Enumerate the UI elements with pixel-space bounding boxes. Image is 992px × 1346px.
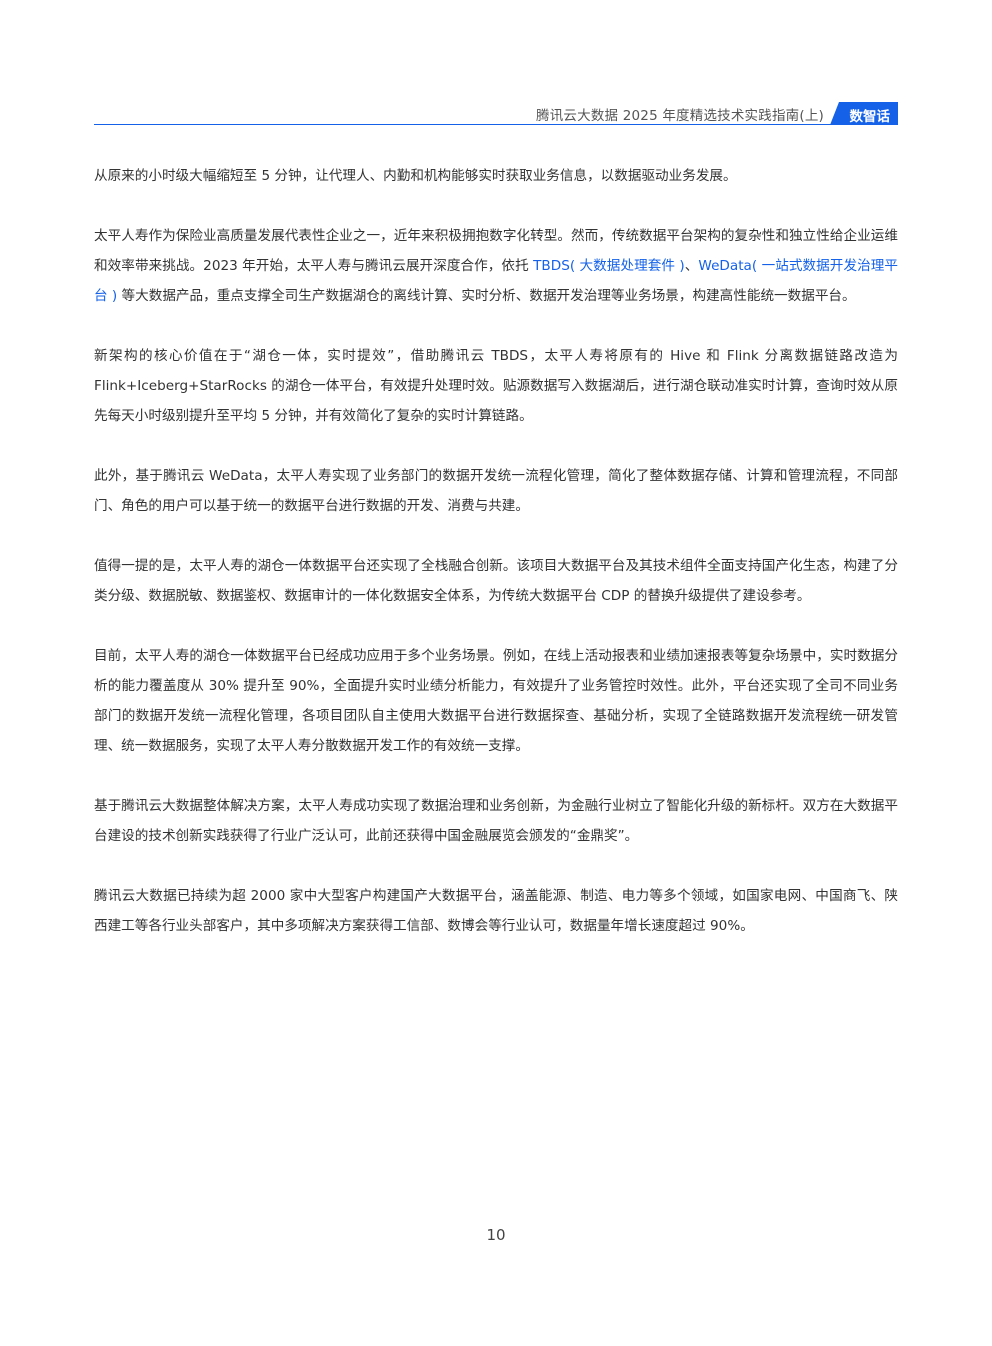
page-number: 10 [486, 1226, 506, 1244]
tbds-link[interactable]: TBDS( 大数据处理套件 ) [533, 258, 685, 274]
brand-badge-label: 数智话 [849, 109, 891, 125]
paragraph-5: 值得一提的是，太平人寿的湖仓一体数据平台还实现了全栈融合创新。该项目大数据平台及… [94, 558, 898, 604]
paragraph-8: 腾讯云大数据已持续为超 2000 家中大型客户构建国产大数据平台，涵盖能源、制造… [94, 888, 898, 934]
brand-badge: 数智话 [830, 102, 898, 125]
paragraph-4: 此外，基于腾讯云 WeData，太平人寿实现了业务部门的数据开发统一流程化管理，… [94, 468, 898, 514]
wedata-link[interactable]: WeData( 一站式数据开发治理平台 ) [94, 258, 898, 304]
link-separator: 、 [684, 258, 699, 274]
paragraph-2-text-after: 等大数据产品，重点支撑全司生产数据湖仓的离线计算、实时分析、数据开发治理等业务场… [117, 288, 856, 304]
paragraph-6: 目前，太平人寿的湖仓一体数据平台已经成功应用于多个业务场景。例如，在线上活动报表… [94, 648, 898, 754]
header-divider [94, 124, 898, 125]
paragraph-2-text-before: 太平人寿作为保险业高质量发展代表性企业之一，近年来积极拥抱数字化转型。然而，传统… [94, 228, 898, 274]
page-header: 腾讯云大数据 2025 年度精选技术实践指南(上) 数智话 [94, 102, 898, 125]
article-body: 从原来的小时级大幅缩短至 5 分钟，让代理人、内勤和机构能够实时获取业务信息，以… [94, 161, 898, 971]
paragraph-3: 新架构的核心价值在于“湖仓一体，实时提效”，借助腾讯云 TBDS，太平人寿将原有… [94, 348, 898, 424]
paragraph-7: 基于腾讯云大数据整体解决方案，太平人寿成功实现了数据治理和业务创新，为金融行业树… [94, 798, 898, 844]
paragraph-1: 从原来的小时级大幅缩短至 5 分钟，让代理人、内勤和机构能够实时获取业务信息，以… [94, 168, 737, 184]
document-title: 腾讯云大数据 2025 年度精选技术实践指南(上) [536, 108, 824, 124]
paragraph-2: 太平人寿作为保险业高质量发展代表性企业之一，近年来积极拥抱数字化转型。然而，传统… [94, 221, 898, 311]
